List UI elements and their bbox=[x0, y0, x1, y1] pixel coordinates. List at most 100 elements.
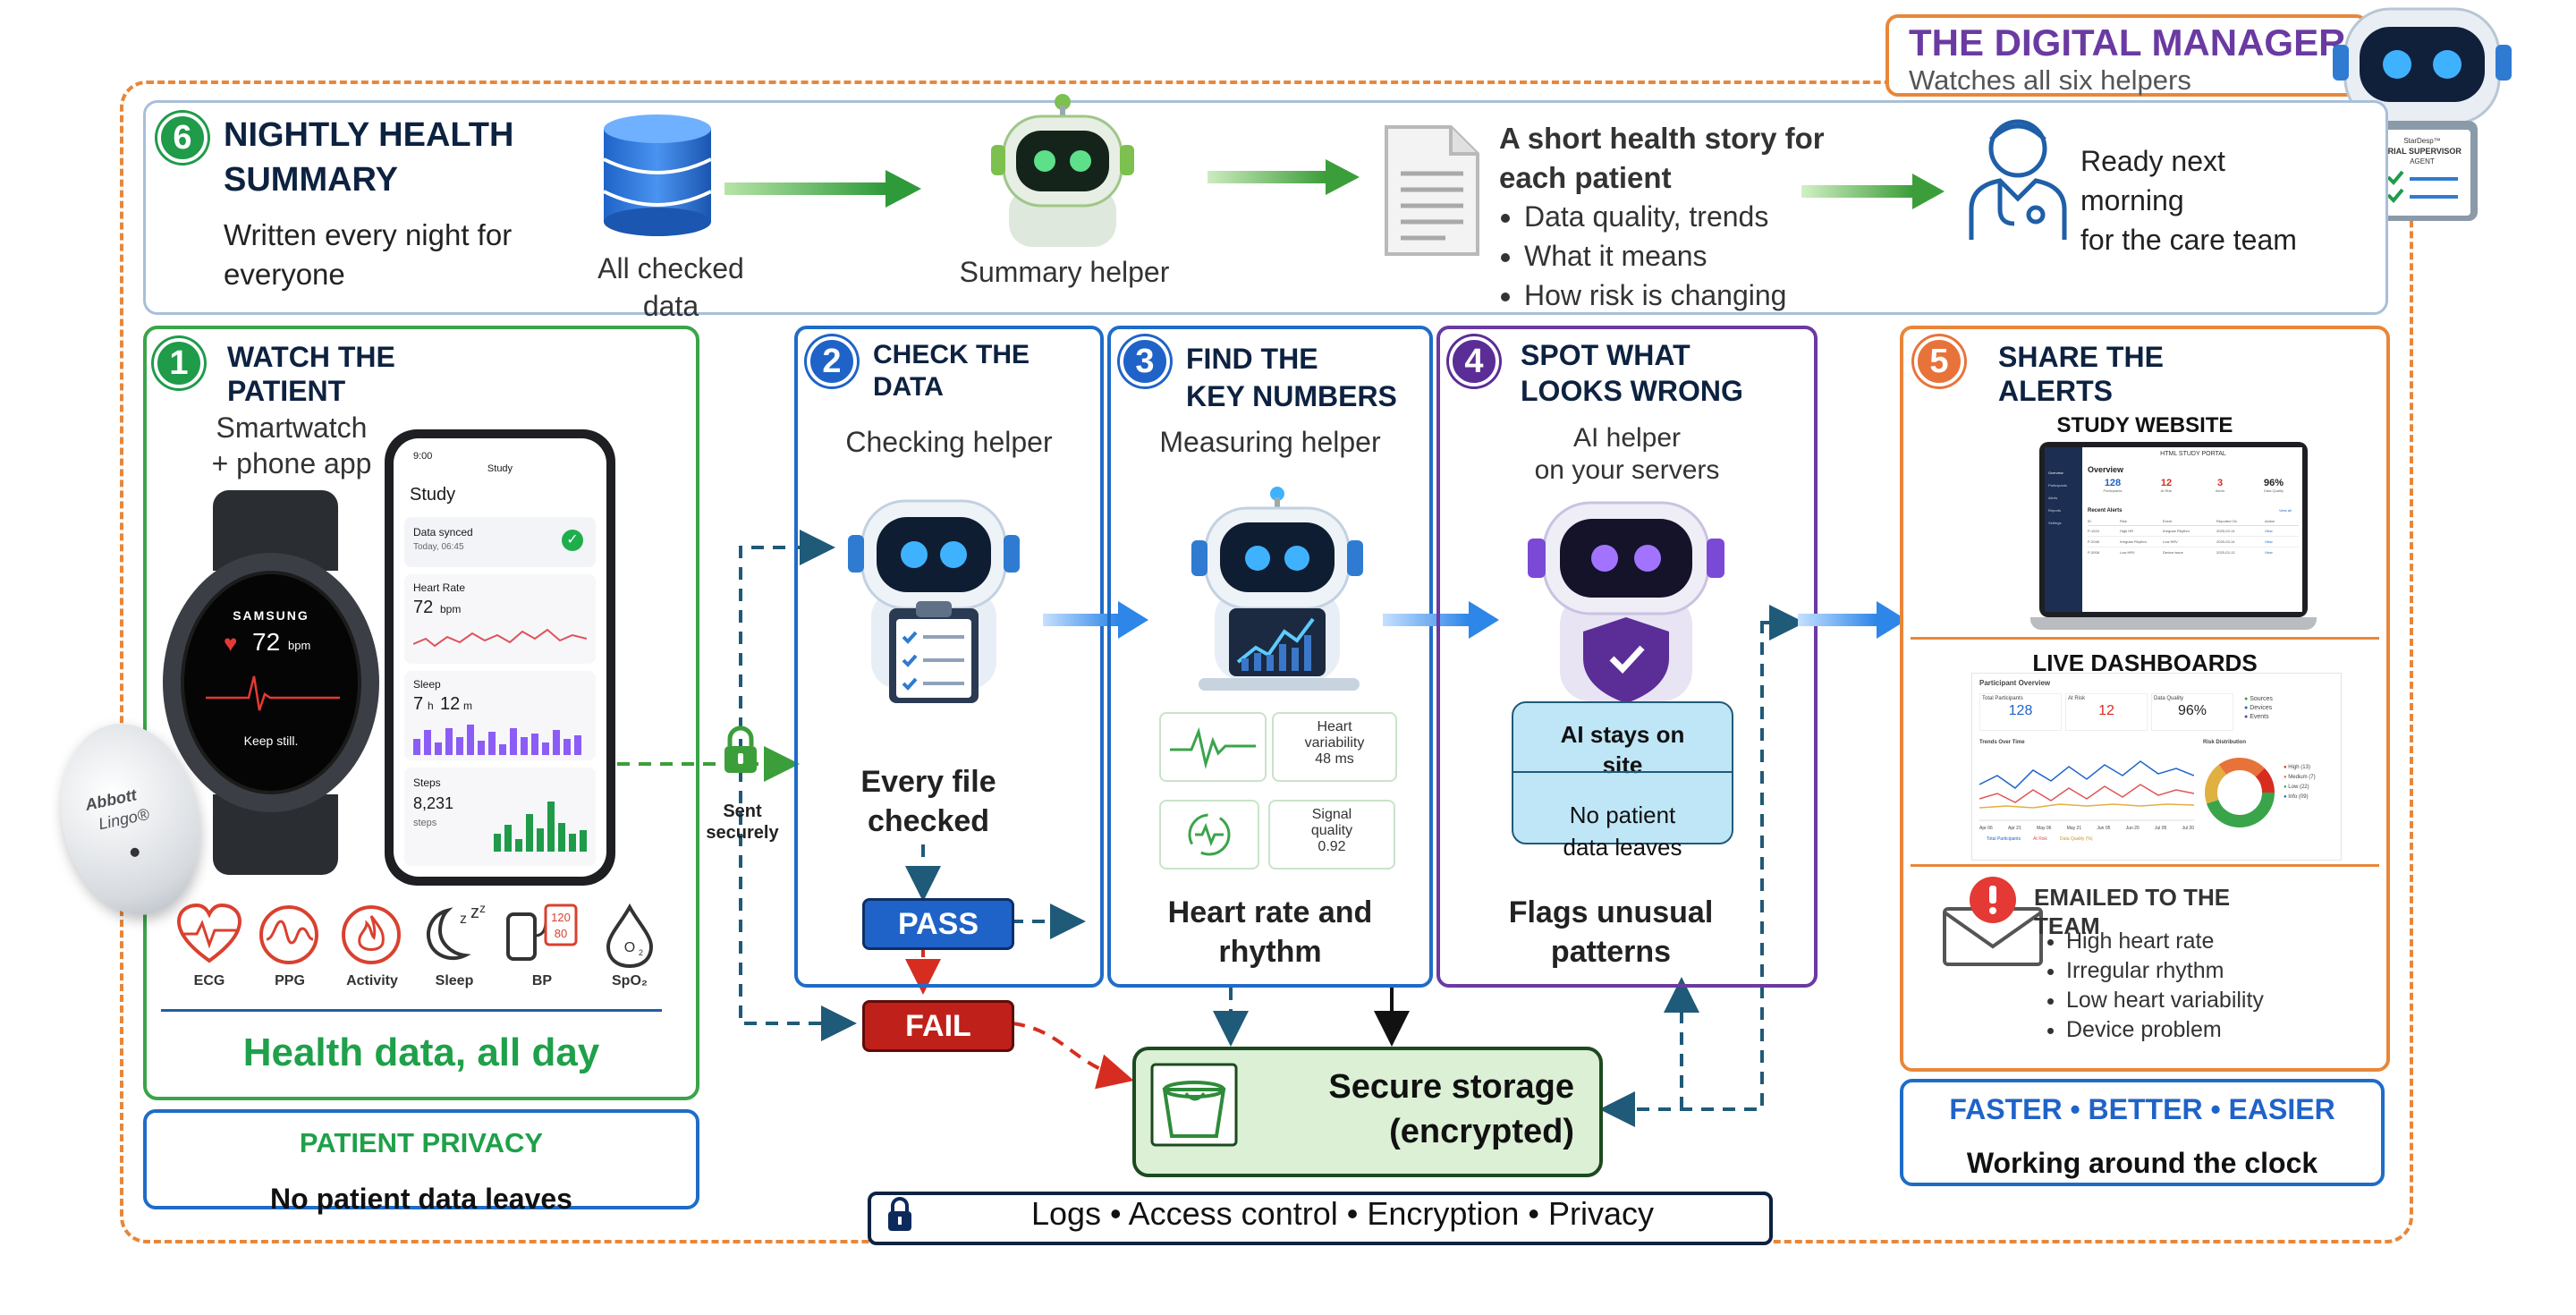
benefits-line2: Working around the clock bbox=[1966, 1147, 2318, 1179]
table-cell: 2025-03-14 bbox=[2216, 539, 2235, 544]
phone-header: Study bbox=[487, 463, 513, 474]
legend-item: ● Sources bbox=[2244, 696, 2273, 702]
quality-card: Signal quality 0.92 bbox=[1268, 800, 1395, 870]
storage-line1: Secure storage bbox=[1328, 1068, 1574, 1106]
step3-helper: Measuring helper bbox=[1159, 426, 1381, 458]
legend-label: Sources bbox=[2250, 696, 2273, 702]
portal-stat-value: 12 bbox=[2160, 478, 2173, 488]
dash-stat-value: 96% bbox=[2177, 703, 2207, 718]
risk-legend-item: ● Medium (7) bbox=[2284, 775, 2316, 780]
portal-menu-item[interactable]: Alerts bbox=[2048, 496, 2058, 500]
table-row: P-1024 High HR Irregular Rhythm 2025-03-… bbox=[2088, 526, 2299, 537]
table-cell: P-3008 bbox=[2088, 550, 2099, 555]
dash-stat-label: Data Quality bbox=[2154, 696, 2184, 701]
story-point: How risk is changing bbox=[1524, 276, 1786, 315]
step3-title-line1: FIND THE bbox=[1186, 343, 1318, 375]
table-header-row: ID Risk Event Reported On Action bbox=[2088, 519, 2299, 526]
risk-legend-item: ● High (13) bbox=[2284, 765, 2310, 770]
arrow-icon bbox=[1798, 601, 1907, 639]
portal-menu-item[interactable]: Reports bbox=[2048, 508, 2062, 513]
arrow-icon bbox=[724, 170, 921, 208]
portal-stat-value: 96% bbox=[2263, 478, 2284, 488]
x-tick: Apr 06 bbox=[1979, 826, 1993, 831]
checking-robot-icon bbox=[848, 499, 1020, 703]
table-cell[interactable]: View bbox=[2265, 539, 2273, 544]
trend-legend-item: At Risk bbox=[2033, 836, 2047, 842]
ready-line1: Ready next bbox=[2080, 145, 2225, 177]
steps-unit: steps bbox=[413, 818, 437, 828]
portal-recent: Recent Alerts bbox=[2088, 508, 2123, 513]
ppg-icon bbox=[259, 905, 318, 964]
portal-menu-item[interactable]: Participants bbox=[2048, 483, 2067, 488]
fail-badge: FAIL bbox=[862, 1000, 1014, 1052]
portal-menu-item[interactable]: Overview bbox=[2048, 471, 2063, 475]
onsite-line2: site bbox=[1602, 751, 1643, 778]
section-divider bbox=[1911, 864, 2379, 867]
data-label-line1: All checked bbox=[597, 252, 744, 284]
step4-result-line1: Flags unusual bbox=[1508, 895, 1714, 929]
synced-card: Data synced Today, 06:45 ✓ bbox=[404, 517, 596, 567]
step4-panel bbox=[1436, 326, 1818, 988]
step3-number-badge: 3 bbox=[1120, 336, 1170, 386]
step2-helper: Checking helper bbox=[845, 426, 1053, 458]
arrow-icon bbox=[1043, 601, 1148, 639]
table-cell[interactable]: View bbox=[2265, 529, 2273, 533]
metric-label: PPG bbox=[275, 973, 305, 988]
risk-label: Medium (7) bbox=[2288, 775, 2316, 780]
lock-icon bbox=[888, 1197, 911, 1231]
trend-chart-icon bbox=[1979, 760, 2194, 821]
portal-stat: 3 Alerts bbox=[2195, 478, 2245, 493]
device-line1: Smartwatch bbox=[216, 411, 368, 444]
trend-x-axis: Apr 06 Apr 21 May 06 May 21 Jun 05 Jun 2… bbox=[1979, 826, 2194, 831]
x-tick: Apr 21 bbox=[2008, 826, 2021, 831]
portal-table: ID Risk Event Reported On Action P-1024 … bbox=[2088, 519, 2299, 557]
table-cell: Low HRV bbox=[2120, 550, 2135, 555]
phone-screen: 9:00 Study Study Data synced Today, 06:4… bbox=[394, 438, 606, 877]
database-icon bbox=[603, 115, 712, 236]
trend-legend-item: Total Participants bbox=[1987, 836, 2021, 842]
activity-flame-icon bbox=[342, 905, 401, 964]
security-bar bbox=[868, 1192, 1773, 1245]
step6-title-line2: SUMMARY bbox=[224, 161, 398, 199]
storage-line2: (encrypted) bbox=[1389, 1113, 1574, 1150]
svg-text:2: 2 bbox=[639, 948, 643, 957]
step4-helper-line2: on your servers bbox=[1534, 455, 1720, 485]
quality-line1: Signal bbox=[1311, 807, 1352, 822]
table-cell[interactable]: View bbox=[2265, 550, 2273, 555]
dash-stat: Total Participants 128 bbox=[1979, 693, 2062, 731]
risk-label: Low (22) bbox=[2288, 785, 2309, 790]
privacy-text: No patient data leaves bbox=[270, 1183, 572, 1215]
risk-legend-item: ● Info (09) bbox=[2284, 794, 2309, 800]
table-header: Risk bbox=[2120, 519, 2127, 523]
bucket-icon bbox=[1150, 1063, 1238, 1147]
benefits-line1: FASTER • BETTER • EASIER bbox=[1949, 1093, 2335, 1125]
hr-unit: bpm bbox=[440, 603, 462, 615]
ecg-heart-icon bbox=[176, 904, 242, 963]
step2-title-line1: CHECK THE bbox=[873, 340, 1030, 369]
section-divider bbox=[1911, 637, 2379, 640]
hr-value: 72 bbox=[413, 598, 434, 617]
table-cell: Low HRV bbox=[2163, 539, 2178, 544]
arrow-icon bbox=[1801, 174, 1945, 209]
heart-icon: ♥ bbox=[224, 630, 238, 657]
noleave-line2: data leaves bbox=[1563, 834, 1682, 861]
summary-robot-icon bbox=[991, 94, 1134, 247]
portal-menu-item[interactable]: Settings bbox=[2048, 521, 2062, 525]
portal-window: Overview Participants Alerts Reports Set… bbox=[2045, 447, 2302, 612]
metric-label: Sleep bbox=[435, 973, 474, 988]
portal-sidebar bbox=[2045, 447, 2082, 612]
table-cell: High HR bbox=[2120, 529, 2134, 533]
waveform-icon bbox=[1170, 726, 1256, 769]
legend-item: ● Devices bbox=[2244, 705, 2273, 711]
summary-helper-label: Summary helper bbox=[959, 256, 1170, 288]
table-header: Event bbox=[2163, 519, 2173, 523]
table-header: ID bbox=[2088, 519, 2091, 523]
portal-stat-label: Data Quality bbox=[2263, 488, 2284, 493]
step3-title-line2: KEY NUMBERS bbox=[1186, 380, 1397, 412]
step3-result-line1: Heart rate and bbox=[1167, 895, 1373, 929]
step1-title-line2: PATIENT bbox=[227, 375, 346, 407]
portal-view-all[interactable]: View all bbox=[2279, 508, 2292, 513]
legend-label: Devices bbox=[2250, 705, 2273, 711]
email-title-line1: EMAILED TO THE bbox=[2034, 884, 2231, 911]
privacy-panel bbox=[143, 1109, 699, 1209]
